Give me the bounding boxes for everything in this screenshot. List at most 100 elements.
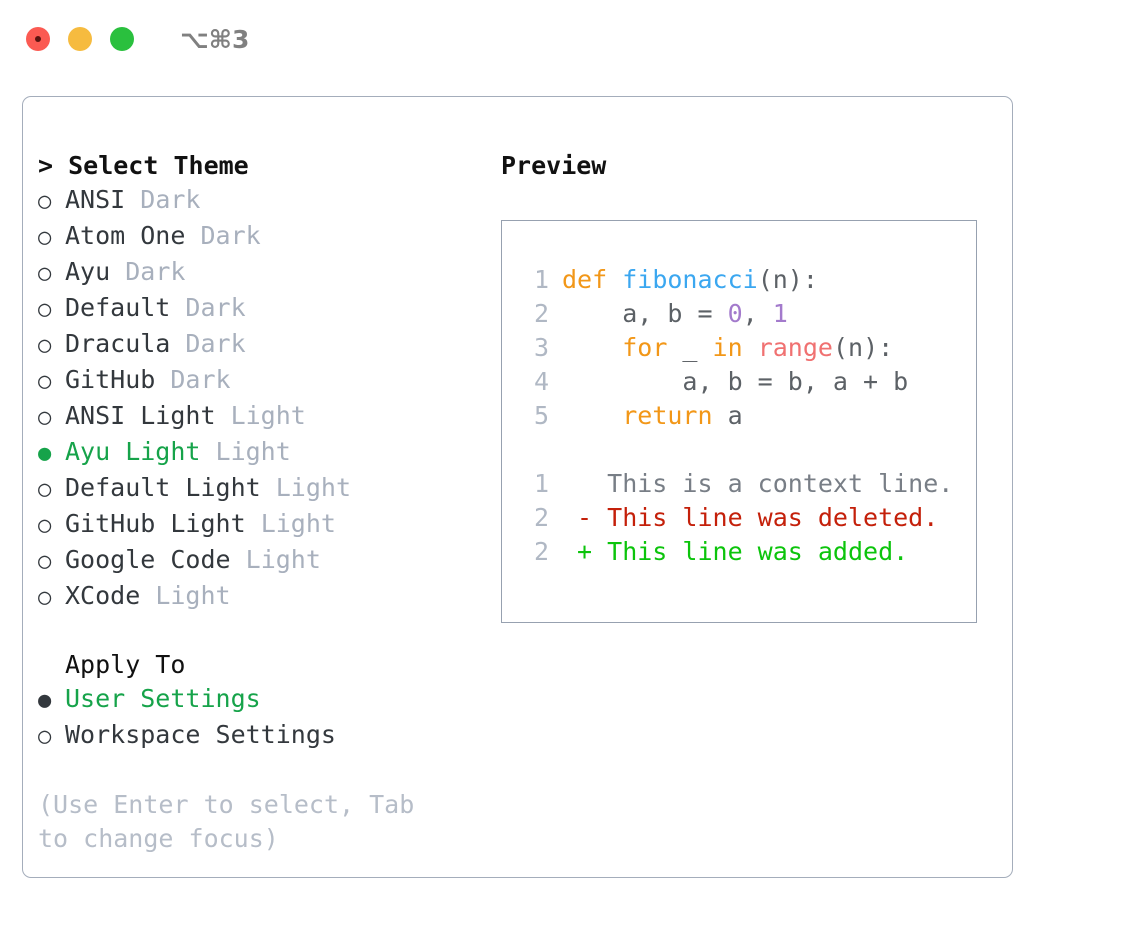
code-diff-spacer <box>522 433 976 467</box>
radio-unselected-icon: ○ <box>38 297 52 322</box>
radio-unselected-icon: ○ <box>38 585 52 610</box>
apply-to-option-label: Workspace Settings <box>65 720 336 749</box>
theme-variant-label: Dark <box>140 185 201 214</box>
code-token <box>743 333 758 362</box>
theme-name-label: GitHub <box>65 365 156 394</box>
theme-list-item[interactable]: ●Ayu Light Light <box>38 435 488 471</box>
minimize-window-icon[interactable] <box>68 27 92 51</box>
theme-picker-panel: > Select Theme ○ANSI Dark○Atom One Dark○… <box>22 96 1013 878</box>
preview-heading: Preview <box>501 151 607 180</box>
line-number: 3 <box>533 333 549 362</box>
radio-selected-icon: ● <box>38 688 52 713</box>
radio-unselected-icon: ○ <box>38 225 52 250</box>
theme-name-label: Ayu <box>65 257 111 286</box>
diff-marker: + <box>562 537 608 566</box>
code-token: def <box>562 265 608 294</box>
window-controls <box>26 27 134 51</box>
theme-name-label: Google Code <box>65 545 231 574</box>
theme-list-item[interactable]: ○ANSI Dark <box>38 183 488 219</box>
theme-name-label: GitHub Light <box>65 509 246 538</box>
code-line: 2 a, b = 0, 1 <box>522 297 976 331</box>
radio-unselected-icon: ○ <box>38 333 52 358</box>
label-spacer <box>170 327 185 361</box>
theme-variant-label: Light <box>260 509 336 538</box>
line-number: 4 <box>533 367 549 396</box>
label-spacer <box>216 399 231 433</box>
theme-list-item[interactable]: ○XCode Light <box>38 579 488 615</box>
label-spacer <box>261 471 276 505</box>
code-token: 1 <box>772 299 788 328</box>
diff-marker <box>562 469 607 498</box>
code-token: _ <box>667 333 713 362</box>
code-token: return <box>622 401 713 430</box>
theme-list-item[interactable]: ○ Atom One Dark <box>38 219 488 255</box>
theme-name-label: Atom One <box>65 221 186 250</box>
line-number: 1 <box>533 469 549 498</box>
code-token: a, b = <box>562 299 728 328</box>
title-bar: ⌥⌘3 <box>0 0 1140 78</box>
code-token: , <box>742 299 773 328</box>
theme-name-label: Default <box>65 293 171 322</box>
theme-variant-label: Light <box>155 581 231 610</box>
radio-unselected-icon: ○ <box>38 549 52 574</box>
diff-text: This is a context line. <box>607 469 954 498</box>
line-number: 2 <box>533 299 549 328</box>
theme-list-item[interactable]: ○Google Code Light <box>38 543 488 579</box>
diff-marker: - <box>562 503 608 532</box>
code-token: 0 <box>727 299 743 328</box>
theme-variant-label: Dark <box>185 329 246 358</box>
apply-to-option[interactable]: ●User Settings <box>38 682 488 718</box>
theme-list-item[interactable]: ○Default Light Light <box>38 471 488 507</box>
keyboard-shortcut-label: ⌥⌘3 <box>180 24 250 54</box>
line-number: 2 <box>533 503 549 532</box>
radio-unselected-icon: ○ <box>38 477 52 502</box>
radio-selected-icon: ● <box>38 441 52 466</box>
maximize-window-icon[interactable] <box>110 27 134 51</box>
code-token <box>607 265 622 294</box>
close-window-icon[interactable] <box>26 27 50 51</box>
code-token: in <box>712 333 743 362</box>
code-token: a, b = b, a + b <box>562 367 909 396</box>
code-token: a <box>712 401 743 430</box>
theme-variant-label: Light <box>275 473 351 502</box>
theme-list-item[interactable]: ○ANSI Light Light <box>38 399 488 435</box>
apply-to-options[interactable]: ●User Settings ○ Workspace Settings <box>38 682 488 754</box>
label-spacer <box>246 507 261 541</box>
code-token: for <box>622 333 668 362</box>
code-line: 4 a, b = b, a + b <box>522 365 976 399</box>
theme-variant-label: Dark <box>170 365 231 394</box>
select-theme-heading: > Select Theme <box>38 151 249 180</box>
code-token <box>562 401 622 430</box>
label-spacer <box>170 291 185 325</box>
theme-variant-label: Light <box>230 401 306 430</box>
radio-unselected-icon: ○ <box>38 369 52 394</box>
code-token: (n): <box>757 265 818 294</box>
code-line: 5 return a <box>522 399 976 433</box>
radio-unselected-icon: ○ <box>38 724 52 749</box>
line-number: 2 <box>533 537 549 566</box>
theme-variant-label: Light <box>215 437 291 466</box>
apply-to-option[interactable]: ○ Workspace Settings <box>38 718 488 754</box>
theme-list-item[interactable]: ○ Ayu Dark <box>38 255 488 291</box>
theme-list-item[interactable]: ○ GitHub Dark <box>38 363 488 399</box>
theme-name-label: Dracula <box>65 329 171 358</box>
theme-variant-label: Dark <box>185 293 246 322</box>
theme-list-item[interactable]: ○GitHub Light Light <box>38 507 488 543</box>
label-spacer <box>125 183 140 217</box>
diff-line: 2 - This line was deleted. <box>522 501 976 535</box>
label-spacer <box>200 435 215 469</box>
theme-variant-label: Dark <box>200 221 261 250</box>
theme-variant-label: Dark <box>125 257 186 286</box>
code-token: (n): <box>832 333 894 362</box>
theme-list-item[interactable]: ○ Dracula Dark <box>38 327 488 363</box>
line-number: 5 <box>533 401 549 430</box>
theme-list[interactable]: ○ANSI Dark○Atom One Dark○Ayu Dark○Defaul… <box>38 183 488 615</box>
theme-list-item[interactable]: ○ Default Dark <box>38 291 488 327</box>
radio-unselected-icon: ○ <box>38 261 52 286</box>
line-number: 1 <box>533 265 549 294</box>
diff-line: 1 This is a context line. <box>522 467 976 501</box>
